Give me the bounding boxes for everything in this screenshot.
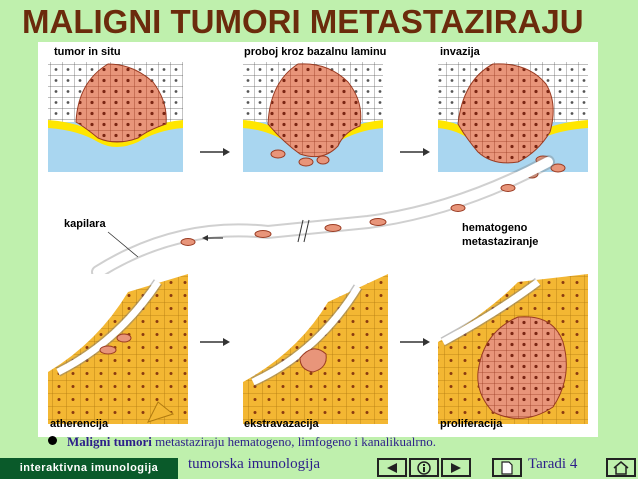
panel-proboj [243, 62, 383, 172]
panel-atherencija [48, 274, 188, 424]
prev-button[interactable] [377, 458, 407, 477]
footer-bar: interaktivna imunologija tumorska imunol… [0, 456, 638, 479]
metastasis-illustration [48, 62, 588, 424]
section-title: tumorska imunologija [188, 456, 321, 472]
label-hematogeno: hematogeno [462, 222, 528, 234]
arrow-right-1 [200, 148, 230, 156]
label-proliferacija: proliferacija [440, 418, 503, 430]
home-button[interactable] [606, 458, 636, 477]
arrow-right-2 [400, 148, 430, 156]
info-button[interactable] [409, 458, 439, 477]
slide-number: Taradi 4 [528, 456, 578, 472]
panel-tumor-in-situ [48, 62, 183, 172]
caption-bold: Maligni tumori [67, 434, 152, 449]
capillary-vessel [91, 155, 555, 279]
panel-ekstravazacija [243, 274, 388, 424]
bullet-icon [48, 436, 57, 445]
panel-proliferacija [438, 274, 588, 424]
arrow-right-4 [400, 338, 430, 346]
caption-text: metastaziraju hematogeno, limfogeno i ka… [151, 434, 436, 449]
arrow-left-icon [387, 462, 397, 473]
caption: Maligni tumori metastaziraju hematogeno,… [48, 434, 436, 450]
label-ekstravazacija: ekstravazacija [244, 418, 319, 430]
info-icon [417, 460, 431, 475]
label-atherencija: atherencija [50, 418, 109, 430]
panel-invazija [438, 62, 588, 179]
page-button[interactable] [492, 458, 522, 477]
brand-label: interaktivna imunologija [0, 458, 178, 479]
next-button[interactable] [441, 458, 471, 477]
home-icon [613, 460, 629, 475]
page-icon [501, 460, 513, 475]
label-proboj: proboj kroz bazalnu laminu [244, 46, 387, 58]
label-metastaziranje: metastaziranje [462, 236, 539, 248]
label-invazija: invazija [440, 46, 480, 58]
metastasis-diagram: tumor in situ proboj kroz bazalnu laminu… [38, 42, 598, 437]
slide-title: MALIGNI TUMORI METASTAZIRAJU [22, 3, 584, 40]
label-kapilara: kapilara [64, 218, 106, 230]
arrow-right-3 [200, 338, 230, 346]
arrow-right-icon [451, 462, 461, 473]
label-tumor-in-situ: tumor in situ [54, 46, 121, 58]
